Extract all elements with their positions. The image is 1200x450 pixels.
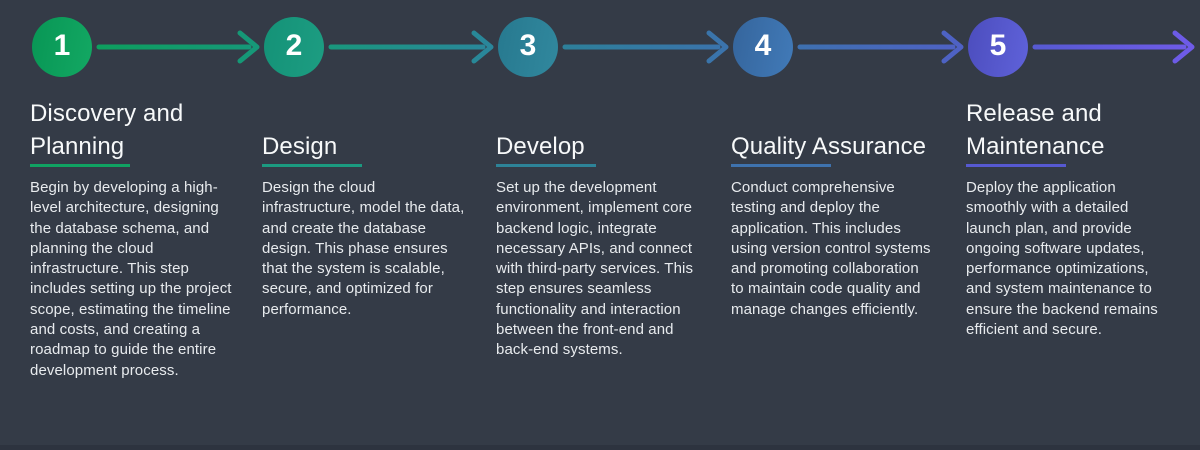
title-underline xyxy=(30,164,130,167)
step-circle: 2 xyxy=(264,17,324,77)
step-title: Release and Maintenance xyxy=(966,100,1105,160)
title-underline xyxy=(731,164,831,167)
step-description: Begin by developing a high-level archite… xyxy=(30,179,232,379)
step-number: 1 xyxy=(53,29,71,62)
title-underline xyxy=(262,164,362,167)
step-description: Set up the development environment, impl… xyxy=(496,179,694,359)
step-description: Deploy the application smoothly with a d… xyxy=(966,179,1158,339)
step-column-discovery-and-planning: 1 Discovery and Planning Begin by develo… xyxy=(30,17,234,381)
step-circle: 3 xyxy=(498,17,558,77)
title-underline xyxy=(496,164,596,167)
step-column-quality-assurance: 4 Quality Assurance Conduct comprehensiv… xyxy=(731,17,935,320)
step-column-design: 2 Design Design the cloud infrastructure… xyxy=(262,17,466,320)
step-number: 4 xyxy=(754,29,772,62)
step-title: Quality Assurance xyxy=(731,133,927,160)
step-description: Design the cloud infrastructure, model t… xyxy=(262,179,465,318)
step-number: 3 xyxy=(519,29,537,62)
step-column-develop: 3 Develop Set up the development environ… xyxy=(496,17,700,361)
step-circle: 1 xyxy=(32,17,92,77)
bottom-edge-bar xyxy=(0,445,1200,450)
title-underline xyxy=(966,164,1066,167)
step-title: Discovery and Planning xyxy=(30,100,184,160)
step-description: Conduct comprehensive testing and deploy… xyxy=(731,179,931,318)
step-circle: 4 xyxy=(733,17,793,77)
step-number: 5 xyxy=(989,29,1007,62)
step-number: 2 xyxy=(285,29,303,62)
step-circle: 5 xyxy=(968,17,1028,77)
step-column-release-and-maintenance: 5 Release and Maintenance Deploy the app… xyxy=(966,17,1170,340)
step-title: Develop xyxy=(496,133,585,160)
step-title: Design xyxy=(262,133,338,160)
